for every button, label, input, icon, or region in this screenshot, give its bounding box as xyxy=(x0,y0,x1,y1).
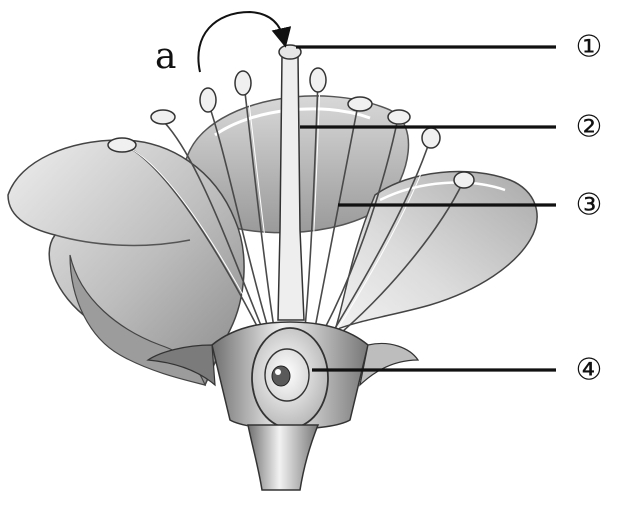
anthers xyxy=(107,67,475,189)
right-sepal xyxy=(359,342,420,387)
callout-1: ① xyxy=(576,30,603,65)
anther xyxy=(199,87,217,113)
ovule xyxy=(271,365,291,387)
anther xyxy=(150,109,176,125)
anther xyxy=(234,70,252,96)
callout-2: ② xyxy=(576,110,603,145)
flower-stalk xyxy=(247,424,320,491)
anther xyxy=(453,171,475,189)
ovule-highlight xyxy=(275,369,281,375)
anther xyxy=(107,137,137,153)
stamen-highlights xyxy=(132,81,434,331)
left-sepal xyxy=(146,344,216,387)
arrow-label-a: a xyxy=(155,36,176,77)
callout-4: ④ xyxy=(576,353,603,388)
anther xyxy=(387,109,411,125)
anther xyxy=(347,96,373,112)
ovary-inner xyxy=(264,348,310,402)
pollination-arrow xyxy=(197,10,292,73)
right-petal-edge xyxy=(379,181,506,202)
anther xyxy=(421,127,441,149)
callout-3: ③ xyxy=(576,188,603,223)
left-petal-fold xyxy=(54,234,191,247)
anther xyxy=(309,67,327,93)
stamens xyxy=(129,79,464,333)
pistil-style xyxy=(277,54,305,321)
